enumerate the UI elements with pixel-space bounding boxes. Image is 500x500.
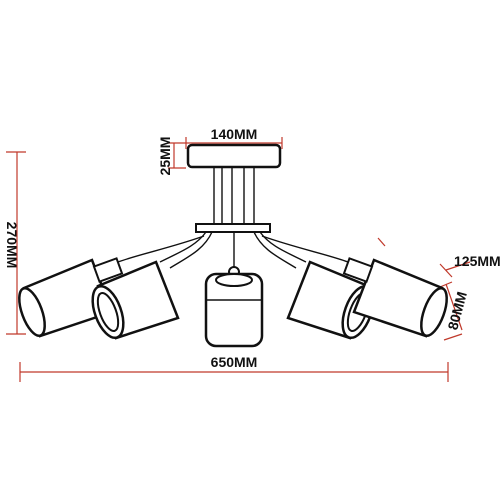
shade-near-left xyxy=(91,260,180,340)
canopy-width-label: 140MM xyxy=(211,126,258,142)
canopy xyxy=(186,143,282,169)
chandelier-body xyxy=(18,143,448,348)
dimension-labels: 140MM 25MM 270MM 650MM 125MM 80MM xyxy=(4,126,500,370)
total-height-label: 270MM xyxy=(4,222,20,269)
shade-length-label: 125MM xyxy=(454,253,500,269)
hub-plate xyxy=(195,223,271,233)
shade-length-dim-line xyxy=(445,261,471,271)
shade-far-left xyxy=(18,257,124,338)
total-width-label: 650MM xyxy=(211,354,258,370)
shade-diameter-dim-line xyxy=(445,283,463,331)
dimension-lines xyxy=(6,137,471,382)
shade-diameter-label: 80MM xyxy=(444,290,470,332)
leader-mark xyxy=(377,237,386,247)
shade-far-right xyxy=(342,257,448,338)
canopy-height-label: 25MM xyxy=(157,137,173,176)
shade-center xyxy=(204,272,264,348)
